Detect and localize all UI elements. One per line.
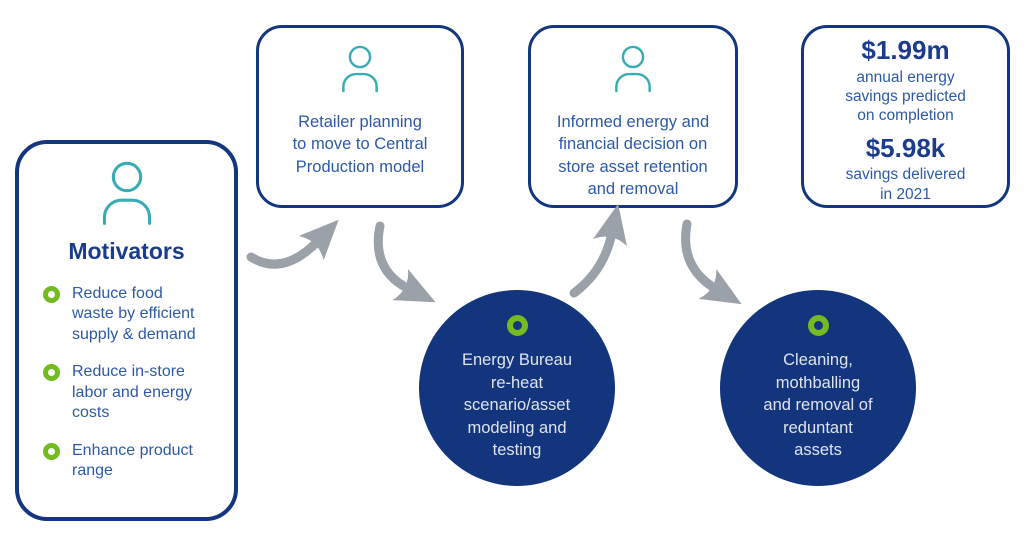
green-donut-bullet-icon xyxy=(43,442,60,460)
motivators-list: Reduce food waste by efficient supply & … xyxy=(31,284,222,482)
step-card-informed-decision: Informed energy and financial decision o… xyxy=(528,25,738,208)
motivator-item-label: Enhance product range xyxy=(72,441,193,480)
person-icon xyxy=(342,45,378,93)
process-circle-text: Cleaning, mothballing and removal of red… xyxy=(763,351,873,460)
stat-value: $1.99m xyxy=(861,35,950,65)
step-card-text: Informed energy and financial decision o… xyxy=(556,113,710,199)
process-circle-text: Energy Bureau re-heat scenario/asset mod… xyxy=(461,351,573,460)
process-circle-cleaning-mothballing: Cleaning, mothballing and removal of red… xyxy=(720,290,916,486)
person-icon xyxy=(615,45,651,93)
step-card-retailer-planning: Retailer planning to move to Central Pro… xyxy=(256,25,464,208)
motivators-title: Motivators xyxy=(68,238,185,264)
stat-label: annual energy savings predicted on compl… xyxy=(845,68,966,125)
motivator-item: Enhance product range xyxy=(43,441,222,482)
green-donut-bullet-icon xyxy=(43,286,60,303)
motivator-item: Reduce in-store labor and energy costs xyxy=(43,362,222,423)
process-circle-energy-bureau: Energy Bureau re-heat scenario/asset mod… xyxy=(419,290,615,486)
stat-block: $1.99m annual energy savings predicted o… xyxy=(845,35,966,126)
green-donut-bullet-icon xyxy=(43,364,60,382)
flow-arrow-retailer-to-modeling xyxy=(373,221,436,303)
person-icon xyxy=(102,161,151,225)
motivator-item-label: Reduce food waste by efficient supply & … xyxy=(72,285,196,343)
motivator-item-label: Reduce in-store labor and energy costs xyxy=(72,363,193,422)
stat-label: savings delivered in 2021 xyxy=(845,166,966,203)
flow-arrow-modeling-to-decision xyxy=(569,203,628,298)
flow-arrow-motivators-to-retailer xyxy=(246,219,339,269)
motivators-card: Motivators Reduce food waste by efficien… xyxy=(15,140,238,521)
results-card: $1.99m annual energy savings predicted o… xyxy=(801,25,1010,208)
step-card-text: Retailer planning to move to Central Pro… xyxy=(292,113,428,176)
green-donut-icon xyxy=(807,315,829,336)
flow-arrow-decision-to-cleaning xyxy=(681,219,742,305)
stat-value: $5.98k xyxy=(865,132,946,163)
motivator-item: Reduce food waste by efficient supply & … xyxy=(43,284,222,345)
green-donut-icon xyxy=(506,315,528,336)
stat-block: $5.98k savings delivered in 2021 xyxy=(845,132,966,204)
